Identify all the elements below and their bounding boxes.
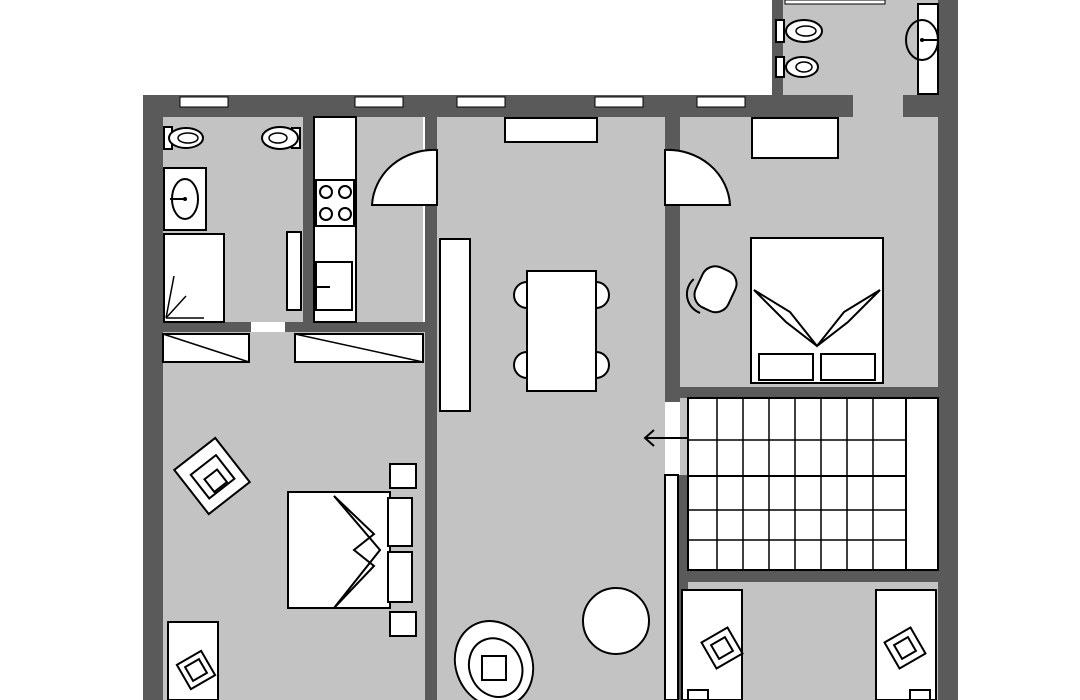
- bidet-icon: [261, 126, 301, 150]
- bidet-tr-icon: [775, 56, 819, 78]
- wall-kitchen-bottom: [285, 322, 425, 332]
- round-table-icon: [582, 587, 650, 655]
- stair-landing: [905, 397, 939, 571]
- wall-living-right-upper: [665, 117, 680, 157]
- double-bed-right-icon: [750, 237, 884, 384]
- windows: [179, 0, 886, 108]
- door-living-right-icon: [664, 148, 732, 206]
- toilet-tr-icon: [775, 19, 823, 43]
- desk-br-left-icon: [681, 589, 744, 700]
- stove-icon: [315, 179, 355, 227]
- stair-treads: [688, 398, 907, 570]
- shower-icon: [163, 233, 225, 323]
- stair-arrow-icon: [643, 429, 692, 447]
- door-bathroom-left-icon: [162, 333, 250, 363]
- sink-icon: [163, 167, 207, 231]
- bedroom-right: [685, 117, 884, 384]
- wall-outer-right: [938, 95, 958, 700]
- kitchen: [286, 116, 424, 363]
- armchair-icon: [172, 436, 252, 516]
- nightstand-left-top: [389, 463, 417, 489]
- chair-icon: [685, 265, 738, 314]
- window-3: [456, 96, 506, 108]
- kitchen-sink-icon: [315, 261, 353, 311]
- kitchen-side-panel: [286, 231, 302, 311]
- door-living-left-icon: [370, 148, 438, 206]
- bathroom-left: [162, 126, 301, 363]
- wall-stair-left: [678, 475, 688, 700]
- staircase: [687, 397, 939, 571]
- double-bed-icon: [287, 491, 413, 609]
- wall-bath-kitchen: [303, 117, 313, 332]
- dining-table-icon: [513, 270, 610, 392]
- wall-top-right-stub-a: [770, 95, 853, 117]
- wall-bath-tr-right: [938, 0, 958, 117]
- window-2: [354, 96, 404, 108]
- bedroom-left: [167, 436, 417, 700]
- sink-tr-icon: [905, 3, 939, 95]
- toilet-icon: [163, 126, 204, 150]
- sideboard: [439, 238, 471, 412]
- wardrobe-top: [751, 117, 839, 159]
- window-1: [179, 96, 229, 108]
- window-5: [696, 96, 746, 108]
- wall-stair-bottom: [680, 570, 938, 582]
- bedroom-bottom-right: [681, 589, 937, 700]
- wall-living-right-mid: [665, 205, 680, 402]
- window-6: [784, 0, 886, 5]
- wall-outer-left: [143, 95, 163, 700]
- nightstand-left-bottom: [389, 611, 417, 637]
- stair-lower-flight: [687, 475, 939, 571]
- living-partition: [664, 474, 679, 700]
- wall-living-left-lower: [425, 205, 437, 700]
- window-4: [594, 96, 644, 108]
- wall-bedroom-right-bottom: [680, 387, 938, 398]
- doors-living: [370, 148, 732, 206]
- radiator-top: [504, 117, 598, 143]
- lounge-chair-icon: [453, 620, 535, 700]
- living-dining: [439, 117, 692, 700]
- desk-br-right-icon: [875, 589, 937, 700]
- door-kitchen-icon: [294, 333, 424, 363]
- wall-bath-bottom: [163, 322, 251, 332]
- stair-upper-flight: [687, 397, 939, 477]
- desk-left-icon: [167, 621, 219, 700]
- bathroom-top-right: [775, 3, 939, 95]
